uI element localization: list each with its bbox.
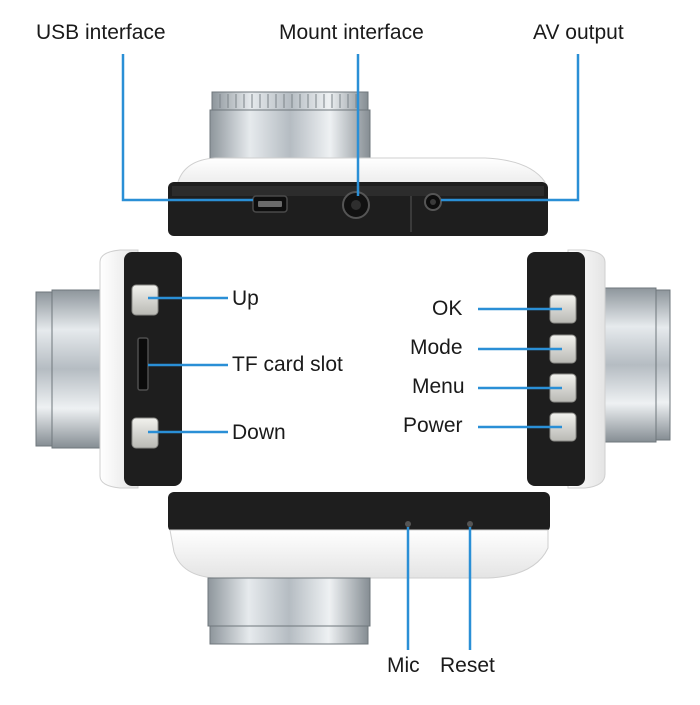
down-label: Down [232,421,286,444]
mic-label: Mic [387,654,420,677]
bottom-view-camera [168,492,550,645]
bottom-lens-barrel [207,577,371,627]
ok-label: OK [432,297,463,320]
right-view-camera [527,249,671,489]
usb-port-pins [258,201,282,207]
mount-interface-label: Mount interface [279,21,424,44]
top-lens-barrel [209,109,371,161]
mic-hole-icon [405,521,411,527]
reset-hole-icon [467,521,473,527]
av-output-label: AV output [533,21,624,44]
left-lens-ring [35,291,53,447]
up-button [131,284,159,316]
mode-label: Mode [410,336,463,359]
left-view-camera [35,249,182,489]
top-view-camera [168,91,548,236]
right-black-body [527,252,585,486]
menu-label: Menu [412,375,465,398]
av-jack-hole [430,199,436,205]
bottom-lens-ring [209,625,369,645]
top-lens-ring [211,91,369,111]
right-lens-barrel [601,287,657,443]
usb-interface-label: USB interface [36,21,166,44]
bottom-black-body [168,492,550,532]
bottom-shell [169,529,549,579]
up-label: Up [232,287,259,310]
usb-interface-leader [121,54,253,202]
tf-card-slot-label: TF card slot [232,353,343,376]
leader-lines [121,54,580,650]
power-label: Power [403,414,463,437]
left-lens-barrel [51,289,101,449]
av-output-leader [441,54,580,202]
reset-label: Reset [440,654,495,677]
top-lens-knurl [219,94,357,108]
mount-socket-hole [351,200,361,210]
tf-card-slot-icon [137,337,149,391]
right-lens-ring [655,289,671,441]
